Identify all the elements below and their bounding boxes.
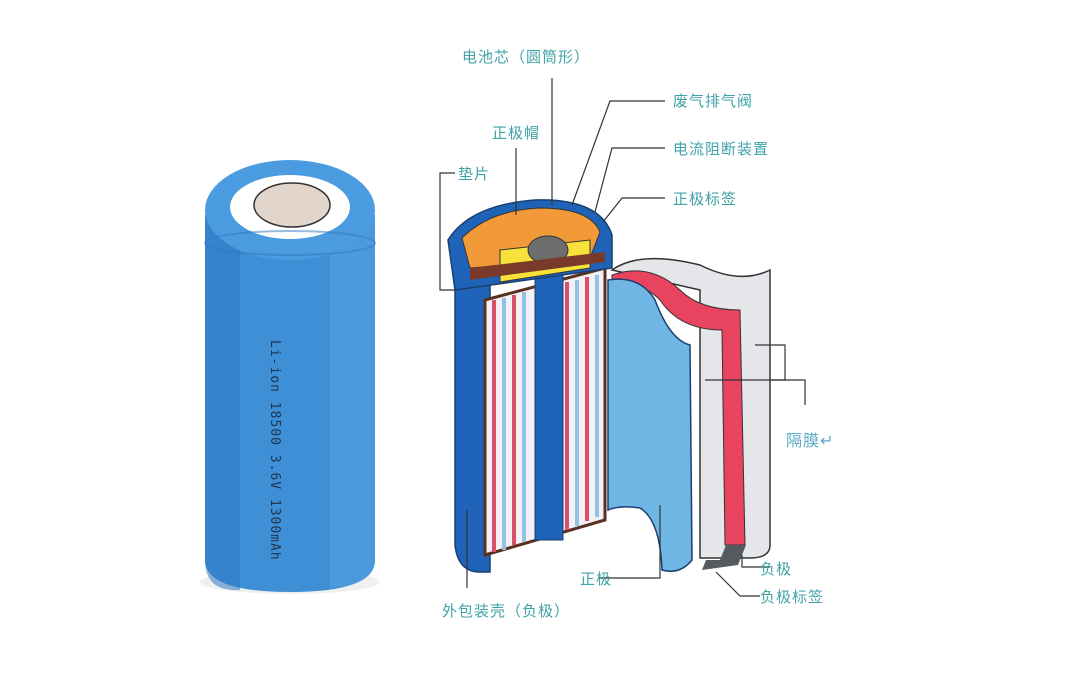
- cell-cutaway: [447, 199, 771, 573]
- label-positive-tab: 正极标签: [673, 190, 738, 208]
- label-gasket: 垫片: [458, 165, 491, 183]
- label-positive-electrode: 正极: [580, 570, 613, 588]
- electrode-stripes: [492, 275, 599, 552]
- label-outer-casing: 外包装壳（负极）: [442, 602, 571, 620]
- battery-print-text: Li-ion 18500 3.6V 1300mAh: [267, 340, 282, 561]
- label-current-interrupt-device: 电流阻断装置: [673, 140, 770, 158]
- leader-lines: [439, 78, 806, 597]
- battery-photo: [200, 160, 380, 594]
- label-exhaust-valve: 废气排气阀: [673, 92, 754, 110]
- label-cell-core: 电池芯（圆筒形）: [462, 48, 591, 66]
- label-negative-tab: 负极标签: [760, 588, 825, 606]
- label-positive-cap: 正极帽: [492, 124, 541, 142]
- label-negative-electrode: 负极: [760, 560, 793, 578]
- label-separator: 隔膜↵: [786, 431, 835, 450]
